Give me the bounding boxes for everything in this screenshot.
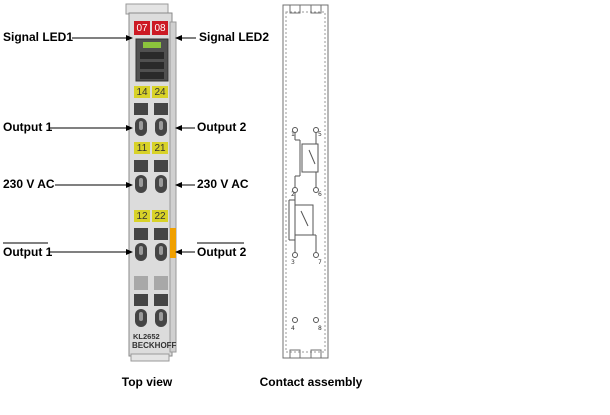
module-side-rib xyxy=(169,21,177,353)
arrowhead xyxy=(126,35,133,41)
pin-label-5: 5 xyxy=(318,131,322,138)
callouts: Signal LED1 Signal LED2 Output 1 Output … xyxy=(3,30,269,259)
pin-label-6: 6 xyxy=(318,191,322,198)
caption-contact-assembly: Contact assembly xyxy=(260,375,363,389)
contact-pin-3 xyxy=(292,252,298,258)
assembly-outline xyxy=(282,4,329,359)
arrowhead xyxy=(175,125,182,131)
pin-label-8: 8 xyxy=(318,325,322,332)
brand-logo: BECKHOFF xyxy=(132,341,177,350)
led-slot-3 xyxy=(140,72,164,79)
led-slot-1 xyxy=(140,52,164,59)
arrowhead xyxy=(126,125,133,131)
pin-label-3: 3 xyxy=(291,259,295,266)
pin-label-7: 7 xyxy=(318,259,322,266)
model-label: KL2652 xyxy=(133,332,160,341)
relay-switch-2 xyxy=(288,193,317,252)
contact-pin-7 xyxy=(313,252,319,258)
assembly-bottom-notch-left xyxy=(289,349,301,359)
terminal-contact-row-4 xyxy=(134,294,168,327)
terminal-contact-row-2 xyxy=(134,160,168,193)
caption-top-view: Top view xyxy=(122,375,173,389)
terminal-tag-11 xyxy=(134,142,150,154)
led-2-label: 08 xyxy=(154,23,166,34)
arrowhead xyxy=(175,35,182,41)
contact-pin-4 xyxy=(292,317,298,323)
assembly-inner-outline xyxy=(285,11,326,353)
terminal-tag-24 xyxy=(152,86,168,98)
contact-pin-2 xyxy=(292,187,298,193)
assembly-bottom-notch-right xyxy=(310,349,322,359)
contact-pin-8 xyxy=(313,317,319,323)
terminal-contact-row-3 xyxy=(134,228,168,261)
contact-assembly: 1 5 2 6 3 7 4 8 xyxy=(282,4,329,359)
terminal-tag-11-label: 11 xyxy=(137,143,148,154)
terminal-contact-row-1 xyxy=(134,103,168,136)
callout-voltage-left: 230 V AC xyxy=(3,177,55,191)
blank-block-1 xyxy=(134,276,148,290)
led-1-label: 07 xyxy=(136,23,148,34)
terminal-tag-14 xyxy=(134,86,150,98)
run-led xyxy=(143,42,161,48)
terminal-tag-21-label: 21 xyxy=(154,143,166,154)
pin-label-2: 2 xyxy=(291,191,295,198)
led-slot-2 xyxy=(140,62,164,69)
callout-output1-top: Output 1 xyxy=(3,120,53,134)
terminal-tag-12 xyxy=(134,210,150,222)
arrowhead xyxy=(126,249,133,255)
contact-pin-5 xyxy=(313,127,319,133)
relay-switch-1 xyxy=(294,133,319,187)
terminal-tag-14-label: 14 xyxy=(136,87,148,98)
assembly-top-notch-right xyxy=(310,4,322,14)
arrowhead xyxy=(175,249,182,255)
pin-label-4: 4 xyxy=(291,325,295,332)
callout-output2-top: Output 2 xyxy=(197,120,247,134)
callout-voltage-right: 230 V AC xyxy=(197,177,249,191)
terminal-tag-12-label: 12 xyxy=(136,211,148,222)
led-indicator-1 xyxy=(134,21,150,35)
callout-signal-led2: Signal LED2 xyxy=(199,30,269,44)
terminal-tag-21 xyxy=(152,142,168,154)
contact-pin-6 xyxy=(313,187,319,193)
arrowhead xyxy=(175,182,182,188)
callout-output1-bottom: Output 1 xyxy=(3,245,53,259)
assembly-top-notch-left xyxy=(289,4,301,14)
pin-label-1: 1 xyxy=(291,131,295,138)
callout-signal-led1: Signal LED1 xyxy=(3,30,73,44)
terminal-tag-22 xyxy=(152,210,168,222)
contact-pin-1 xyxy=(292,127,298,133)
led-indicator-2 xyxy=(152,21,168,35)
blank-block-2 xyxy=(154,276,168,290)
orange-marker-strip xyxy=(170,228,176,258)
terminal-tag-24-label: 24 xyxy=(154,87,166,98)
terminal-module: 07 08 14 24 11 21 12 22 xyxy=(125,3,177,362)
callout-output2-bottom: Output 2 xyxy=(197,245,247,259)
module-bottom-latch xyxy=(130,353,170,362)
arrowhead xyxy=(126,182,133,188)
terminal-tag-22-label: 22 xyxy=(154,211,166,222)
contact-pins: 1 5 2 6 3 7 4 8 xyxy=(291,127,322,332)
